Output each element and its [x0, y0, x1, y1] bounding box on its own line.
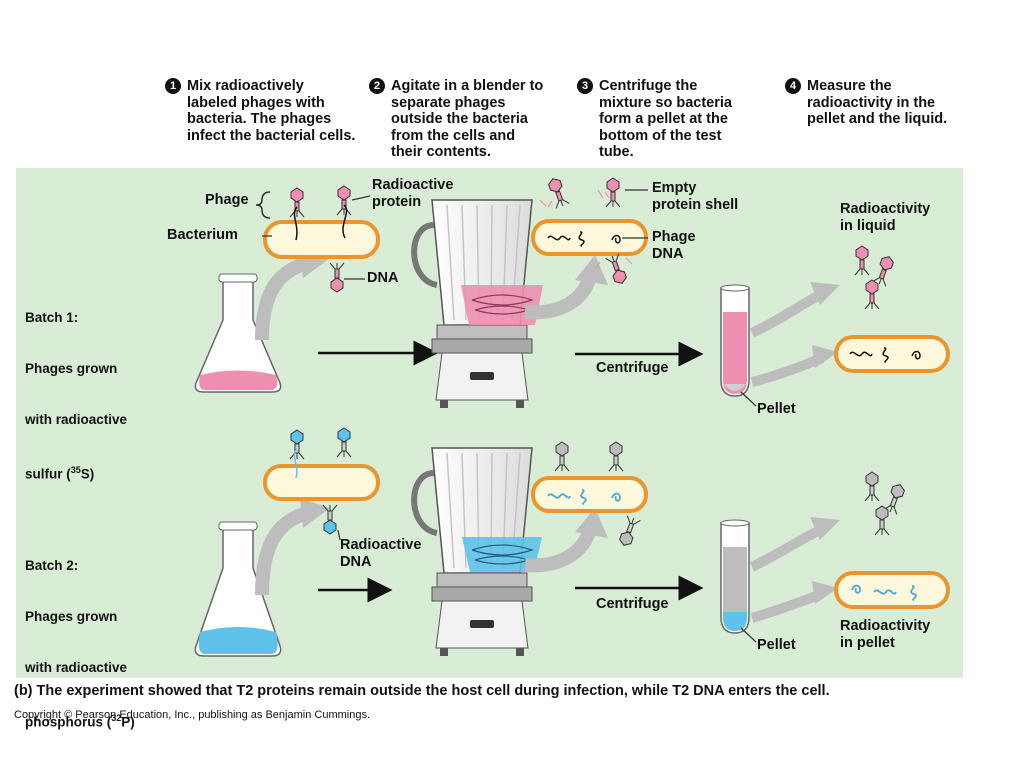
- radioactivity-liquid-label: Radioactivity in liquid: [840, 201, 931, 234]
- batch2-line1: Phages grown: [25, 609, 118, 624]
- phage-icon: [289, 187, 305, 218]
- radioactive-protein-label: Radioactive protein: [372, 177, 454, 210]
- batch1-line3: sulfur (35S): [25, 465, 95, 482]
- step-number-1: 1: [165, 78, 181, 94]
- bacterium-label: Bacterium: [167, 227, 238, 243]
- dna-label: DNA: [367, 270, 399, 286]
- phage-dna-label: Phage DNA: [652, 229, 696, 262]
- flask-batch1: [194, 273, 282, 393]
- step-1-text: Mix radioactively labeled phages with ba…: [187, 78, 356, 144]
- phage-icon-bottom: [329, 262, 345, 293]
- copyright-notice: Copyright © Pearson Education, Inc., pub…: [14, 709, 371, 721]
- step-4-text: Measure the radioactivity in the pellet …: [807, 78, 948, 127]
- blended-bacterium-batch2: [531, 476, 648, 513]
- flask-batch2: [194, 521, 282, 657]
- pellet-bacterium-batch2: [834, 571, 950, 609]
- bacterium-batch1: [263, 220, 380, 259]
- curved-arrow-flask1: [255, 255, 313, 341]
- step-number-3: 3: [577, 78, 593, 94]
- step-number-2: 2: [369, 78, 385, 94]
- centrifuge-label-2: Centrifuge: [596, 596, 669, 612]
- empty-shell-label: Empty protein shell: [652, 180, 739, 213]
- batch1-line1: Phages grown: [25, 361, 118, 376]
- batch1-description: Batch 1: Phages grown with radioactive s…: [25, 275, 127, 500]
- figure-caption: (b) The experiment showed that T2 protei…: [14, 683, 830, 699]
- radioactive-dna-label: Radioactive DNA: [340, 537, 422, 570]
- phage-brace: [255, 191, 271, 219]
- batch1-title: Batch 1:: [25, 310, 79, 325]
- bacterium-batch2: [263, 464, 380, 501]
- step-3-text: Centrifuge the mixture so bacteria form …: [599, 78, 732, 160]
- phage-icon: [336, 185, 352, 216]
- test-tube-batch2: [720, 519, 750, 634]
- pellet-bacterium-batch1: [834, 335, 950, 373]
- pellet-label-2: Pellet: [757, 637, 796, 653]
- radioactivity-pellet-label: Radioactivity in pellet: [840, 618, 931, 651]
- step-number-4: 4: [785, 78, 801, 94]
- centrifuge-label-1: Centrifuge: [596, 360, 669, 376]
- phage-label: Phage: [205, 192, 249, 208]
- batch2-line3: phosphorus (32P): [25, 713, 135, 730]
- batch2-line2: with radioactive: [25, 660, 128, 675]
- test-tube-batch1: [720, 284, 750, 397]
- step-2-text: Agitate in a blender to separate phages …: [391, 78, 544, 160]
- batch1-line2: with radioactive: [25, 412, 128, 427]
- batch2-description: Batch 2: Phages grown with radioactive p…: [25, 523, 135, 748]
- pellet-label-1: Pellet: [757, 401, 796, 417]
- batch2-title: Batch 2:: [25, 558, 79, 573]
